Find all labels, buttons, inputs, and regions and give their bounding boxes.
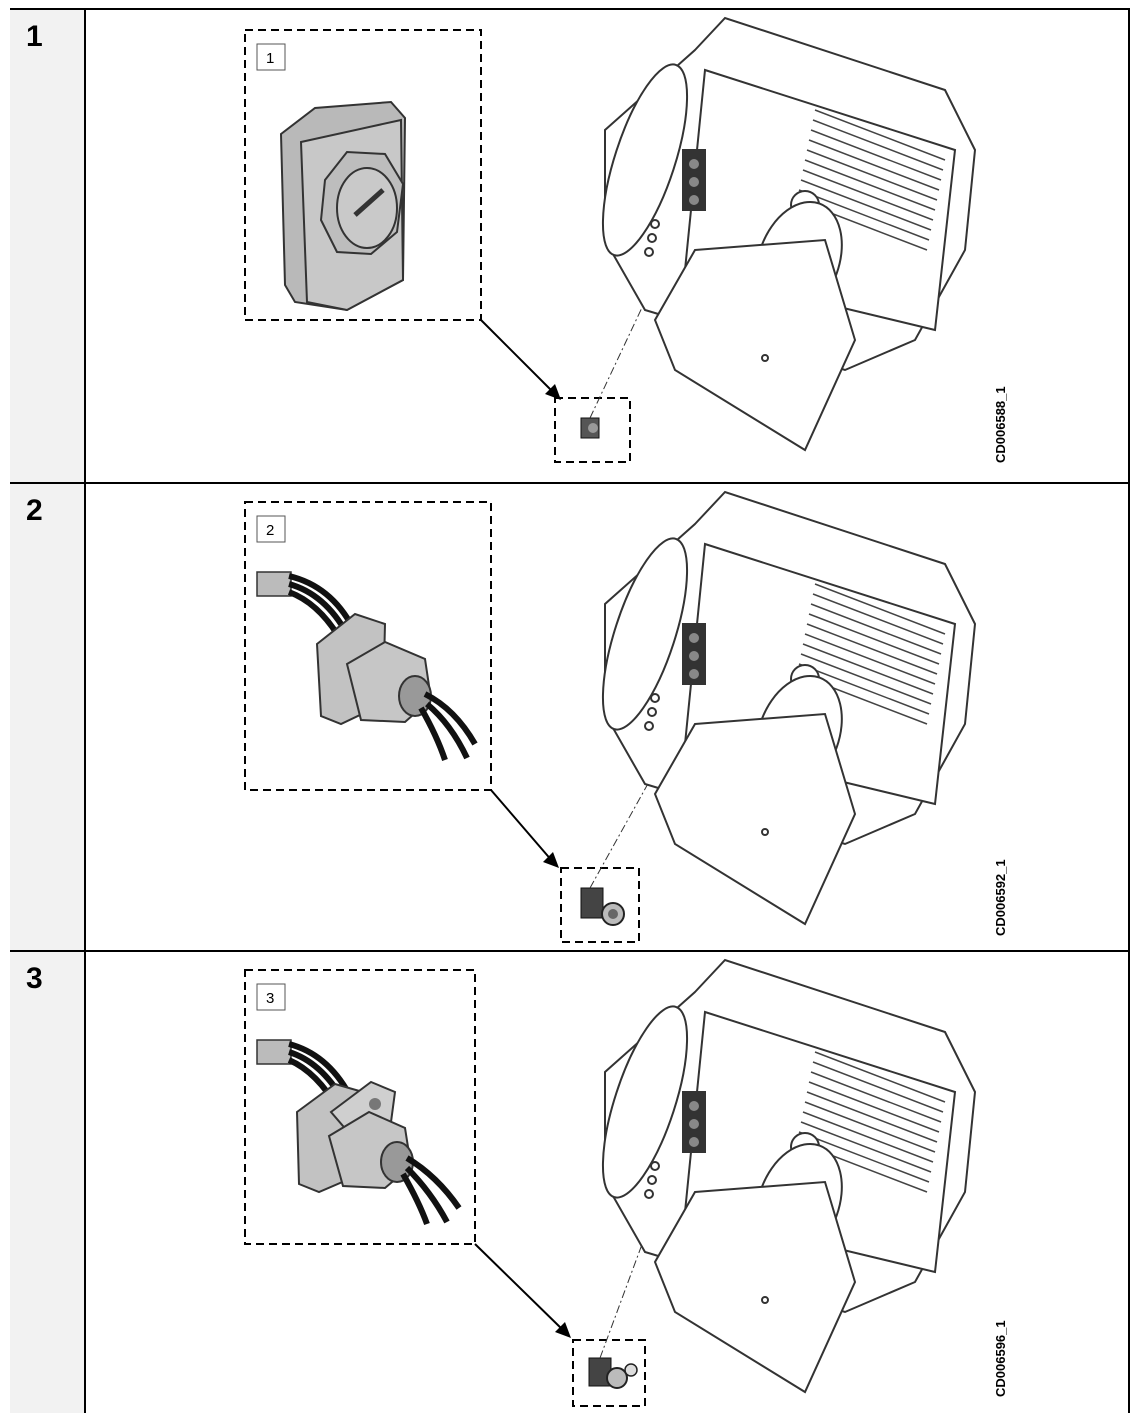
gland-with-cable-illustration [256, 571, 478, 761]
detail-label: 3 [266, 990, 274, 1007]
instruction-table: 1 1 [10, 8, 1130, 1413]
device-illustration [601, 958, 977, 1394]
step-illustration: 1 [85, 10, 1130, 482]
detail-label: 2 [266, 522, 274, 539]
step-number: 3 [26, 962, 43, 995]
table-row-step-1: 1 1 [10, 10, 1130, 482]
table-column-divider [84, 8, 86, 1413]
row-divider-2 [10, 950, 1130, 952]
table-border-top [10, 8, 1130, 10]
device-illustration [601, 490, 977, 926]
step-number-cell: 2 [10, 484, 84, 950]
table-border-right [1128, 8, 1130, 1413]
detail-label: 1 [266, 50, 274, 67]
step-number: 2 [26, 494, 43, 527]
row-divider-1 [10, 482, 1130, 484]
gland-with-cable-and-clamp-illustration [256, 1039, 462, 1226]
step-number: 1 [26, 20, 43, 53]
device-illustration [601, 16, 977, 452]
figure-code: CD006596_1 [993, 1320, 1008, 1397]
step-illustration: 2 [85, 484, 1130, 950]
step-number-cell: 3 [10, 952, 84, 1413]
gland-plate-illustration [279, 100, 407, 312]
figure-code: CD006588_1 [993, 386, 1008, 463]
table-row-step-2: 2 2 [10, 484, 1130, 950]
step-illustration: 3 [85, 952, 1130, 1413]
figure-code: CD006592_1 [993, 859, 1008, 936]
table-row-step-3: 3 3 [10, 952, 1130, 1413]
step-number-cell: 1 [10, 10, 84, 482]
